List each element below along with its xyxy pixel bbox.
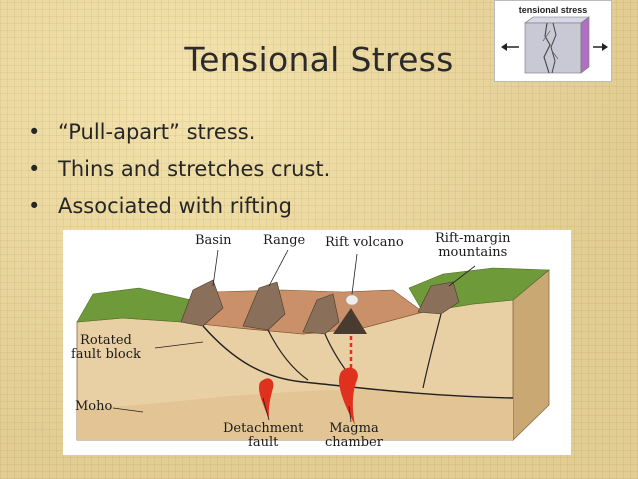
label-rotated-fault-block: Rotated fault block <box>71 334 141 362</box>
range-block <box>180 279 224 327</box>
volcano-leader-line <box>351 253 358 295</box>
label-rift-volcano: Rift volcano <box>325 235 404 250</box>
bullet-dot: • <box>28 194 41 218</box>
label-magma-line1: Magma <box>329 421 379 436</box>
bullet-dot: • <box>28 120 41 144</box>
label-detachment-line1: Detachment <box>223 421 304 436</box>
range-block <box>242 281 286 331</box>
moho-leader-line <box>112 407 144 413</box>
label-rift-margin-line2: mountains <box>438 245 508 260</box>
slide-title: Tensional Stress <box>184 40 454 79</box>
label-basin: Basin <box>195 233 232 248</box>
mantle-layer <box>77 389 513 440</box>
detachment-fault-line <box>202 325 514 399</box>
magma-blob <box>259 378 274 420</box>
bullet-dot: • <box>28 157 41 181</box>
label-rotated-line1: Rotated <box>80 333 132 348</box>
bullet-list: • “Pull-apart” stress. • Thins and stretch… <box>28 114 330 225</box>
rift-cross-section <box>76 249 550 441</box>
label-rift-margin: Rift-margin mountains <box>435 232 511 260</box>
normal-fault-line <box>267 329 309 381</box>
bullet-item: • “Pull-apart” stress. <box>28 114 330 151</box>
bullet-item: • Associated with rifting <box>28 188 330 225</box>
bullet-text: “Pull-apart” stress. <box>58 120 256 144</box>
detachment-leader-line <box>262 397 270 421</box>
bullet-text: Thins and stretches crust. <box>58 157 331 181</box>
thumbnail-label: tensional stress <box>518 5 588 15</box>
label-rift-margin-line1: Rift-margin <box>435 231 511 246</box>
label-magma-chamber: Magma chamber <box>325 422 383 450</box>
bullet-text: Associated with rifting <box>58 194 292 218</box>
rift-volcano-cone <box>333 308 367 334</box>
bullet-item: • Thins and stretches crust. <box>28 151 330 188</box>
label-detachment-line2: fault <box>248 435 279 450</box>
magma-chamber <box>339 367 358 425</box>
label-moho: Moho <box>75 399 113 414</box>
volcano-plume <box>345 294 359 306</box>
stretched-block-icon <box>501 16 608 74</box>
rift-margin-peak <box>417 281 460 315</box>
label-magma-line2: chamber <box>325 435 383 450</box>
rift-margin-leader-line <box>448 265 476 287</box>
left-highland-surface <box>76 287 192 323</box>
magma-leader-line <box>348 405 352 423</box>
basin-leader-line <box>212 249 219 287</box>
label-range: Range <box>263 233 306 248</box>
rift-diagram: Basin Range Rift volcano Rift-margin mou… <box>63 230 571 455</box>
rotated-leader-line <box>154 341 204 349</box>
label-rotated-line2: fault block <box>71 347 141 362</box>
range-leader-line <box>268 249 289 287</box>
normal-fault-line <box>422 313 442 389</box>
range-block <box>302 293 340 335</box>
label-detachment-fault: Detachment fault <box>223 422 303 450</box>
tensional-stress-thumbnail: tensional stress <box>494 0 612 82</box>
